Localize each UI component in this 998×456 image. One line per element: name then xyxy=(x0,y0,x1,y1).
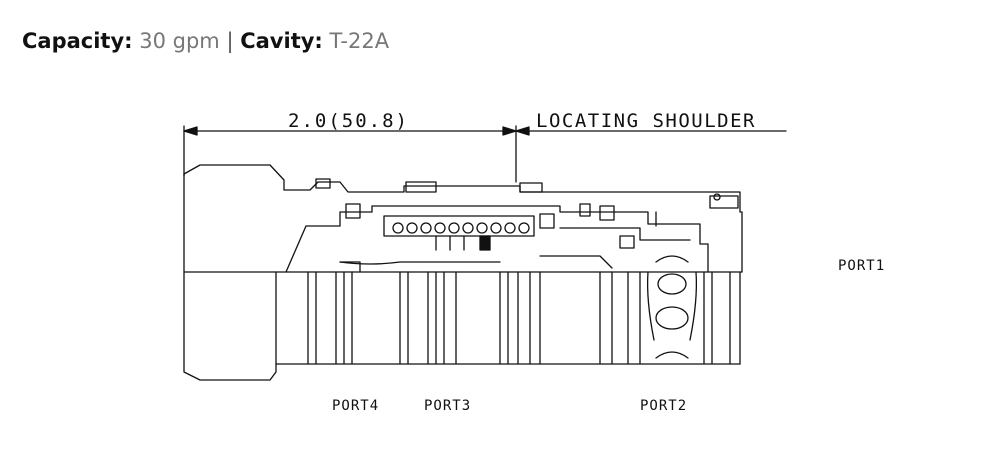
spec-line: Capacity: 30 gpm | Cavity: T-22A xyxy=(22,26,389,56)
dimension-line xyxy=(183,125,787,183)
locating-shoulder-label: LOCATING SHOULDER xyxy=(536,110,756,132)
cartridge-lower-body xyxy=(183,255,741,381)
port2-label: PORT2 xyxy=(640,398,687,414)
cartridge-upper-outline xyxy=(183,164,743,273)
port3-label: PORT3 xyxy=(424,398,471,414)
capacity-value: 30 gpm xyxy=(139,29,220,53)
cavity-value: T-22A xyxy=(329,29,390,53)
port1-label: PORT1 xyxy=(838,258,885,274)
cavity-label: Cavity: xyxy=(240,29,323,53)
port4-label: PORT4 xyxy=(332,398,379,414)
dimension-label: 2.0(50.8) xyxy=(288,110,409,132)
capacity-label: Capacity: xyxy=(22,29,133,53)
spring-coil xyxy=(383,215,535,251)
spec-separator: | xyxy=(226,29,234,53)
